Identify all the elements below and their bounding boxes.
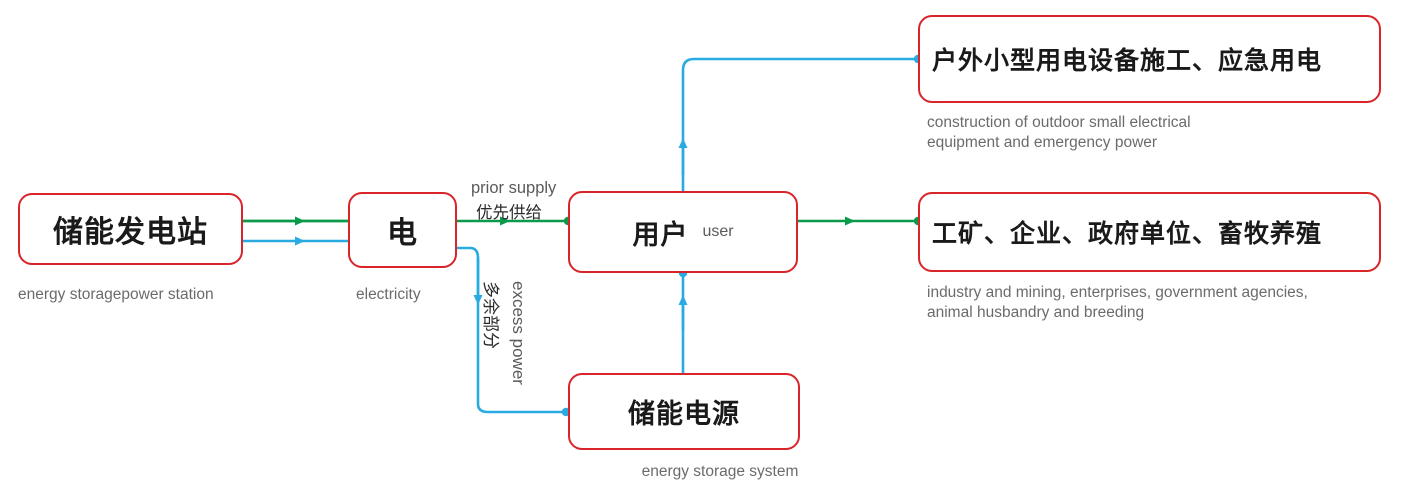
- node-outdoor-caption: construction of outdoor small electrical…: [927, 114, 1191, 151]
- edge-storage-to-user-blue: [678, 268, 688, 373]
- node-user-label: 用户: [632, 219, 689, 250]
- edge-user-to-outdoor-blue: [678, 54, 923, 191]
- node-electricity-caption: electricity: [356, 286, 421, 303]
- node-industry-caption: industry and mining, enterprises, govern…: [927, 284, 1308, 321]
- node-user-en-label: user: [702, 223, 734, 240]
- node-outdoor[interactable]: 户外小型用电设备施工、应急用电: [918, 15, 1381, 103]
- node-industry[interactable]: 工矿、企业、政府单位、畜牧养殖: [918, 192, 1381, 272]
- node-electricity[interactable]: 电: [348, 192, 457, 268]
- node-industry-label: 工矿、企业、政府单位、畜牧养殖: [932, 220, 1323, 248]
- edge-label-prior-supply-cn: 优先供给: [476, 204, 542, 222]
- edge-label-prior-supply-en: prior supply: [471, 179, 557, 197]
- node-storage-source-label: 储能电源: [628, 399, 740, 429]
- node-outdoor-label: 户外小型用电设备施工、应急用电: [932, 47, 1323, 75]
- node-user[interactable]: 用户 user: [568, 191, 798, 273]
- node-storage-source-caption: energy storage system: [641, 463, 799, 480]
- node-electricity-label: 电: [387, 217, 418, 250]
- edge-user-to-industry-green: [798, 216, 923, 226]
- node-station[interactable]: 储能发电站: [18, 193, 243, 265]
- node-station-caption: energy storagepower station: [18, 286, 214, 303]
- edge-station-to-electricity-blue: [243, 236, 357, 246]
- node-station-label: 储能发电站: [53, 216, 208, 249]
- edge-label-excess-power-en: excess power: [509, 281, 528, 385]
- edge-label-excess-power-cn: 多余部分: [481, 281, 500, 349]
- node-storage-source[interactable]: 储能电源: [568, 373, 800, 450]
- edge-station-to-electricity-green: [243, 216, 357, 226]
